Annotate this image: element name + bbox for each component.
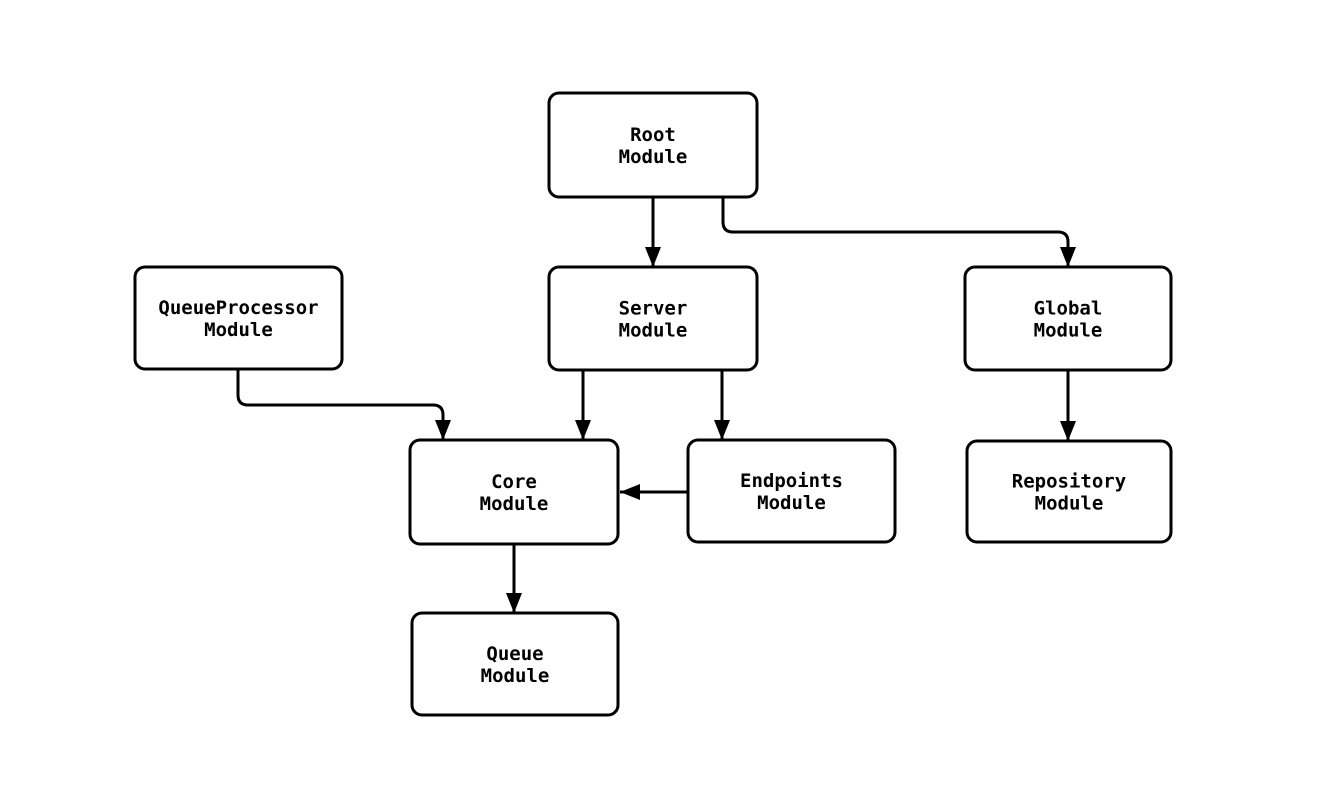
node-root-label-line-0: Root: [630, 124, 676, 146]
node-queue-label-line-1: Module: [481, 665, 550, 687]
node-repository-label-line-1: Module: [1035, 493, 1104, 515]
node-server-label-line-0: Server: [619, 298, 688, 320]
node-root-label-line-1: Module: [619, 146, 688, 168]
node-server-label-line-1: Module: [619, 320, 688, 342]
node-core-label-line-1: Module: [480, 493, 549, 515]
node-core-box: [408, 438, 620, 546]
node-endpoints-box: [686, 438, 897, 544]
node-queue-label-line-0: Queue: [486, 643, 543, 665]
node-global-label-line-1: Module: [1034, 320, 1103, 342]
node-global-label-line-0: Global: [1034, 298, 1103, 320]
node-endpoints-label-line-0: Endpoints: [740, 470, 843, 492]
node-core-label-line-0: Core: [491, 471, 537, 493]
node-repository-label-line-0: Repository: [1012, 471, 1126, 493]
node-queueprocessor-box: [133, 265, 344, 371]
node-repository-box: [965, 439, 1173, 544]
node-server-box: [547, 265, 759, 372]
node-queueprocessor-label-line-0: QueueProcessor: [158, 297, 318, 319]
edge-root-to-global: [721, 197, 1076, 267]
edge-queueprocessor-to-core: [236, 369, 451, 440]
node-queue-box: [410, 611, 620, 717]
node-endpoints-label-line-1: Module: [757, 492, 826, 514]
node-global-box: [963, 265, 1173, 372]
node-queueprocessor-label-line-1: Module: [204, 319, 273, 341]
node-root-box: [547, 91, 759, 199]
